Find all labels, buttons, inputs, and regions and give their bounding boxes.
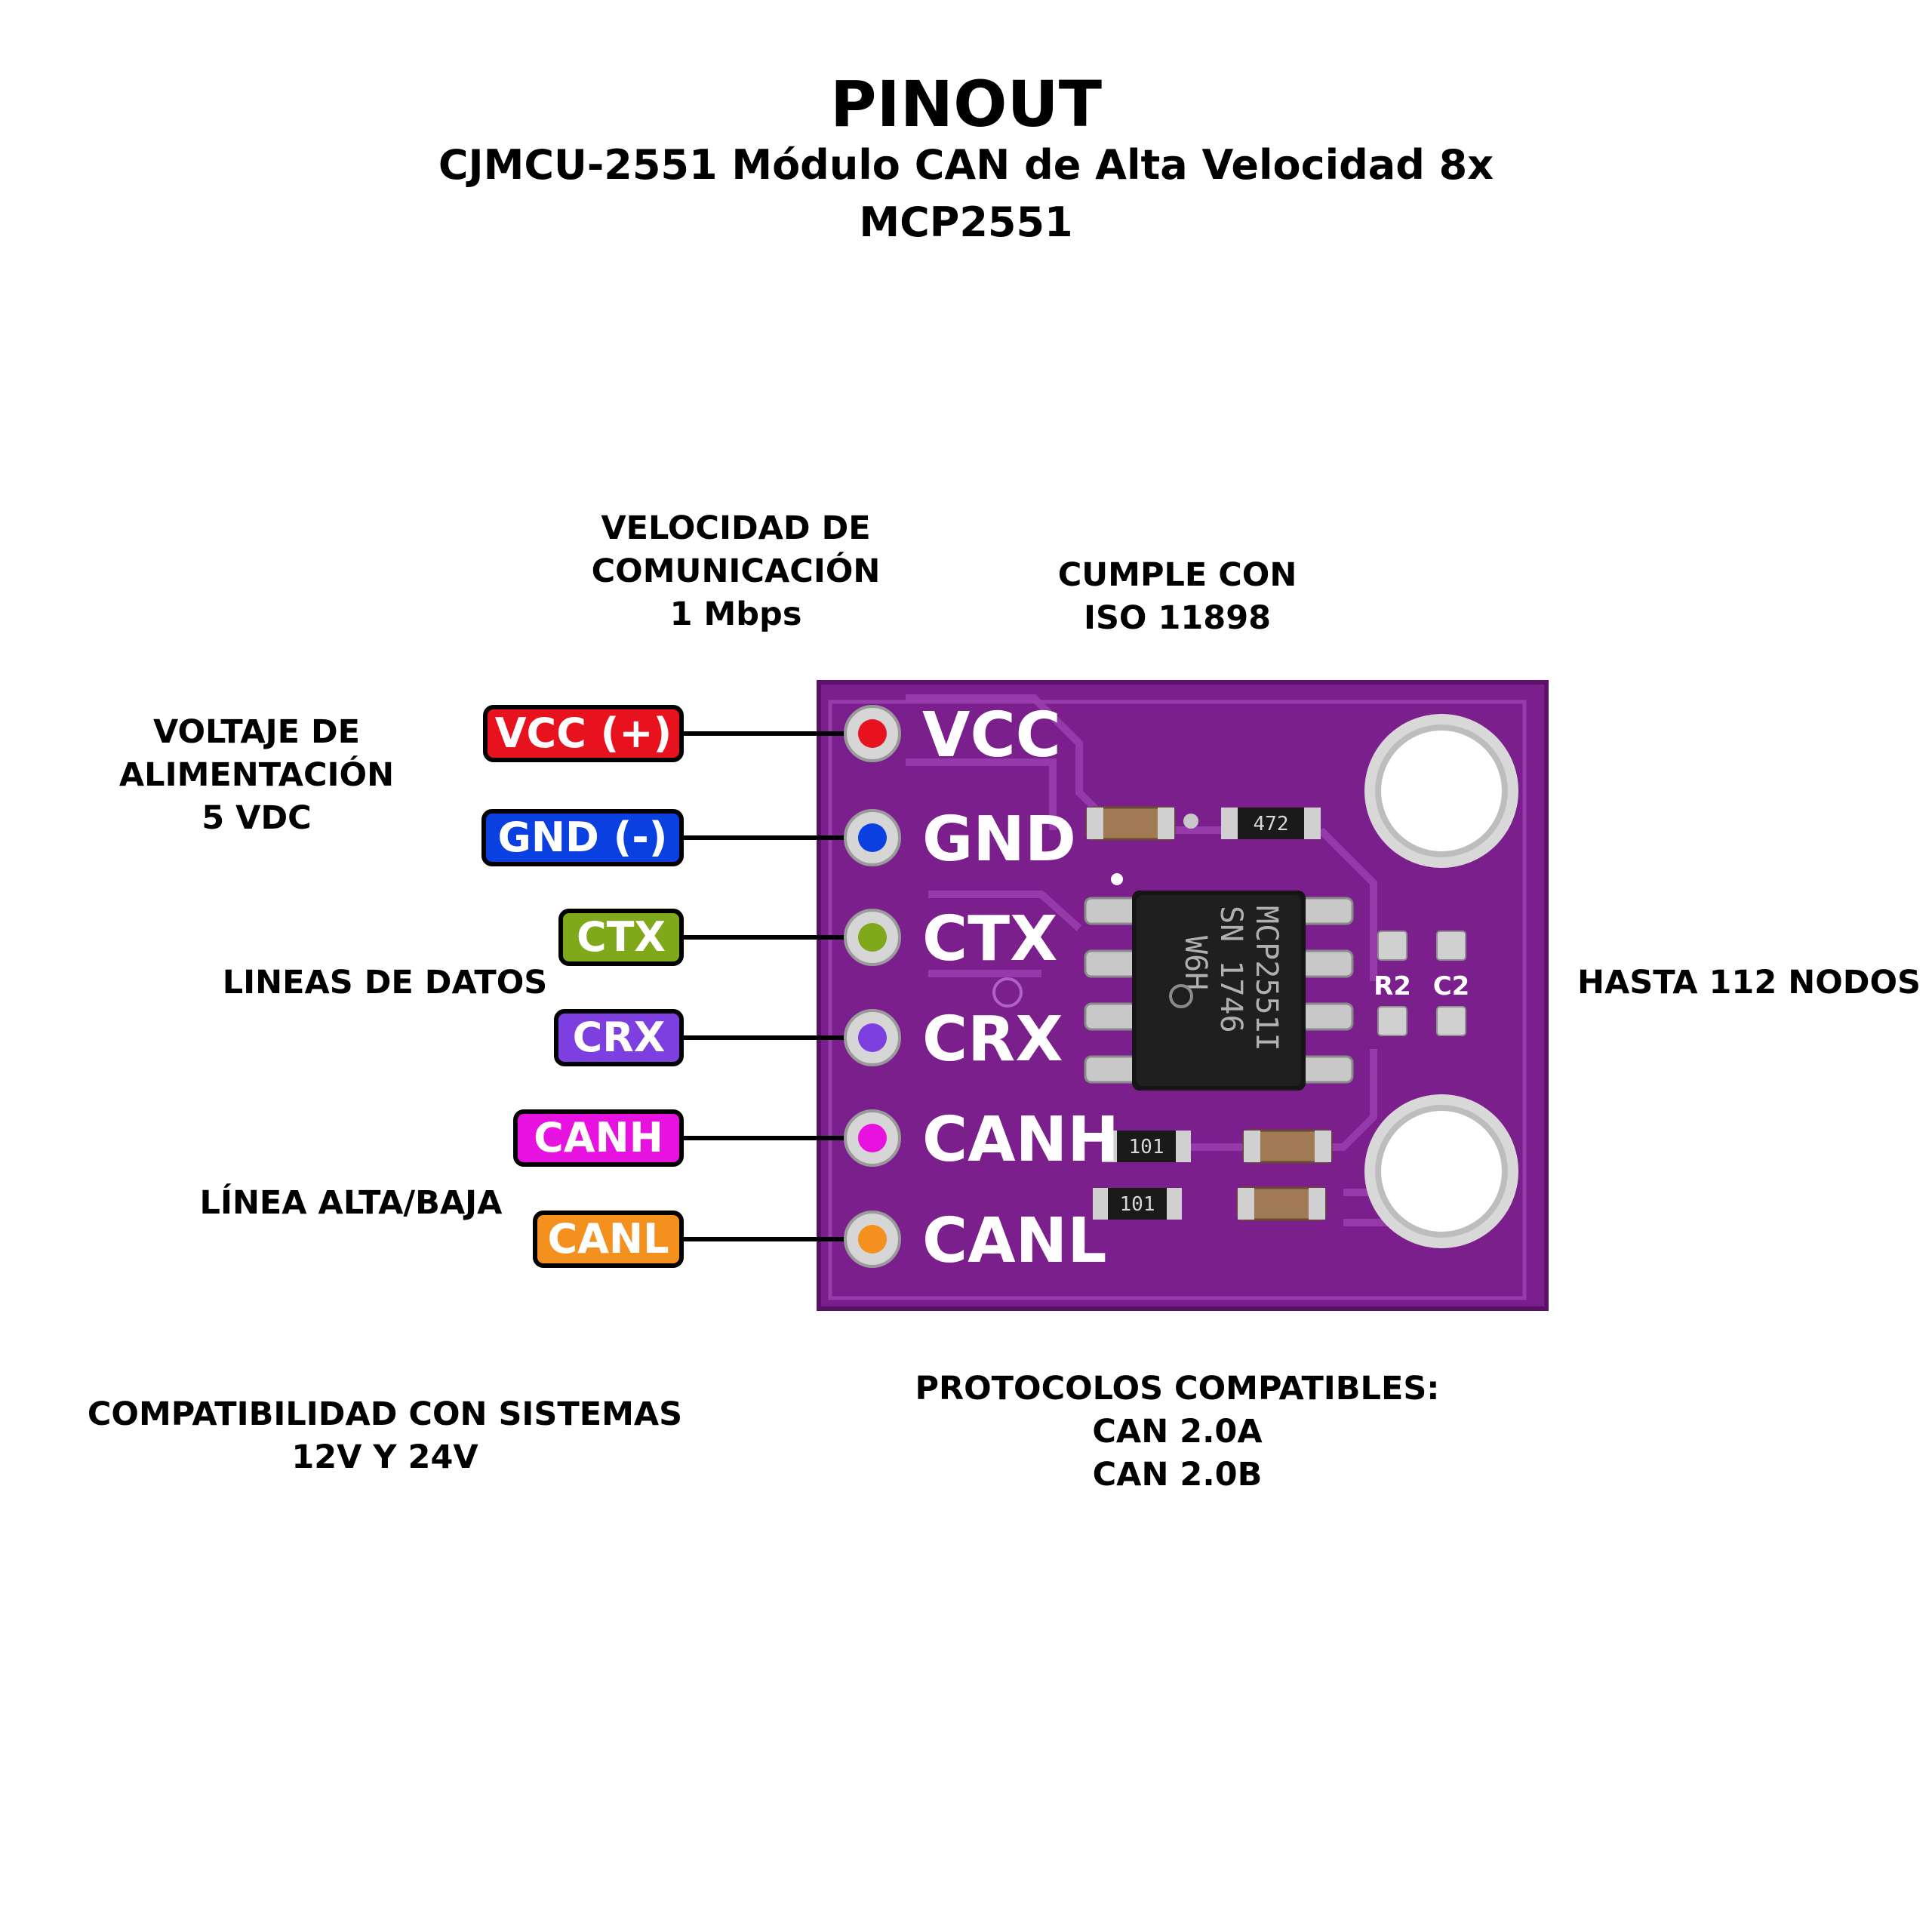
- label-c2: C2: [1433, 971, 1470, 1001]
- note-protocols: PROTOCOLOS COMPATIBLES: CAN 2.0A CAN 2.0…: [915, 1370, 1440, 1494]
- note-compat: COMPATIBILIDAD CON SISTEMAS 12V Y 24V: [87, 1395, 683, 1476]
- resistor-101-lower: 101: [1093, 1188, 1182, 1220]
- silkscreen-label-canh: CANH: [922, 1104, 1119, 1176]
- note-data-lines: LINEAS DE DATOS: [222, 964, 548, 1001]
- svg-text:SN 1746: SN 1746: [1214, 906, 1248, 1033]
- pad-dot-canh: [858, 1124, 887, 1152]
- svg-text:472: 472: [1254, 813, 1289, 835]
- pin-tag-canh: CANH: [513, 1109, 684, 1167]
- capacitor-bottom-right: [1236, 1186, 1327, 1221]
- pad-dot-canl: [858, 1225, 887, 1254]
- page-subtitle: CJMCU-2551 Módulo CAN de Alta Velocidad …: [438, 141, 1494, 189]
- pad-dot-crx: [858, 1023, 887, 1052]
- note-speed: VELOCIDAD DE COMUNICACIÓN 1 Mbps: [591, 509, 881, 633]
- pad-dot-vcc: [858, 719, 887, 748]
- svg-text:MCP2551I: MCP2551I: [1249, 906, 1284, 1051]
- capacitor-top-left: [1085, 806, 1176, 841]
- mounting-hole-top: [1364, 714, 1518, 868]
- capacitor-mid-right: [1242, 1129, 1333, 1164]
- svg-text:101: 101: [1120, 1193, 1155, 1216]
- pin-tag-crx: CRX: [554, 1009, 684, 1066]
- silkscreen-label-ctx: CTX: [922, 903, 1057, 975]
- silkscreen-label-crx: CRX: [922, 1004, 1063, 1075]
- silkscreen-label-vcc: VCC: [922, 700, 1061, 771]
- mcp2551-chip: MCP2551I SN 1746 W6H: [1084, 891, 1354, 1091]
- pin-tag-vcc: VCC (+): [483, 705, 684, 762]
- label-r2: R2: [1374, 971, 1411, 1001]
- page-title: PINOUT: [829, 67, 1103, 141]
- r2-c2-pads: [1377, 931, 1466, 1036]
- resistor-101-upper: 101: [1102, 1131, 1191, 1162]
- silkscreen-label-gnd: GND: [922, 804, 1076, 875]
- resistor-472: 472: [1221, 808, 1321, 839]
- svg-text:101: 101: [1129, 1136, 1164, 1158]
- pad-dot-gnd: [858, 823, 887, 852]
- note-nodes: HASTA 112 NODOS: [1577, 964, 1921, 1001]
- pad-dot-ctx: [858, 923, 887, 952]
- pin-tag-canl: CANL: [533, 1211, 684, 1268]
- page-subtitle-model: MCP2551: [859, 198, 1073, 246]
- pin-tag-ctx: CTX: [558, 909, 684, 966]
- mounting-hole-bottom: [1364, 1094, 1518, 1248]
- note-voltage: VOLTAJE DE ALIMENTACIÓN 5 VDC: [118, 713, 395, 837]
- svg-text:W6H: W6H: [1178, 936, 1213, 990]
- silkscreen-label-canl: CANL: [922, 1205, 1107, 1277]
- note-high-low: LÍNEA ALTA/BAJA: [199, 1184, 503, 1222]
- pin-tag-gnd: GND (-): [481, 809, 684, 866]
- note-iso: CUMPLE CON ISO 11898: [1057, 556, 1297, 637]
